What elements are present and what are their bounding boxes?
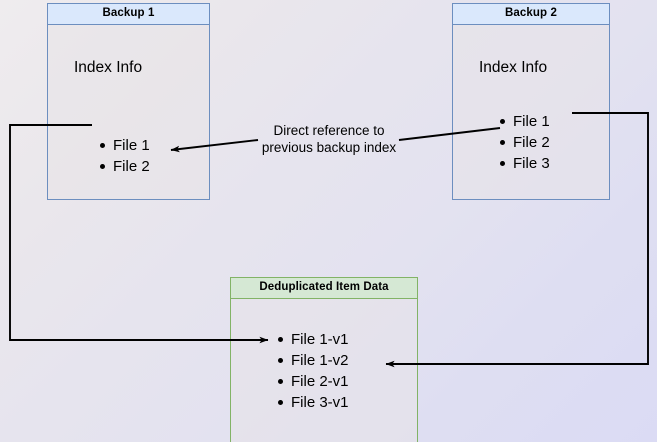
backup-1-header: Backup 1 xyxy=(48,4,209,25)
deduplicated-item-data-header: Deduplicated Item Data xyxy=(231,278,417,299)
backup-2-file-list: File 1 File 2 File 3 xyxy=(498,111,550,174)
list-item: File 2 xyxy=(98,156,150,177)
list-item: File 2-v1 xyxy=(276,371,349,392)
backup-1-body: Index Info File 1 File 2 xyxy=(48,25,209,199)
backup-2-index-info-label: Index Info xyxy=(479,59,548,76)
list-item: File 2 xyxy=(498,132,550,153)
backup-2-header: Backup 2 xyxy=(453,4,609,25)
list-item: File 1-v2 xyxy=(276,350,349,371)
list-item: File 1 xyxy=(498,111,550,132)
list-item: File 3 xyxy=(498,153,550,174)
list-item: File 3-v1 xyxy=(276,392,349,413)
caption-line-1: Direct reference to xyxy=(273,123,385,138)
backup-2-box[interactable]: Backup 2 Index Info File 1 File 2 File 3 xyxy=(452,3,610,200)
direct-reference-caption: Direct reference to previous backup inde… xyxy=(253,122,405,156)
backup-1-box[interactable]: Backup 1 Index Info File 1 File 2 xyxy=(47,3,210,200)
caption-line-2: previous backup index xyxy=(261,140,397,155)
backup-1-index-info-label: Index Info xyxy=(74,59,143,76)
deduplicated-item-data-box[interactable]: Deduplicated Item Data File 1-v1 File 1-… xyxy=(230,277,418,442)
backup-2-body: Index Info File 1 File 2 File 3 xyxy=(453,25,609,199)
deduplicated-item-data-body: File 1-v1 File 1-v2 File 2-v1 File 3-v1 xyxy=(231,299,417,442)
deduplicated-file-list: File 1-v1 File 1-v2 File 2-v1 File 3-v1 xyxy=(276,329,349,413)
list-item: File 1-v1 xyxy=(276,329,349,350)
list-item: File 1 xyxy=(98,135,150,156)
backup-1-file-list: File 1 File 2 xyxy=(98,135,150,177)
